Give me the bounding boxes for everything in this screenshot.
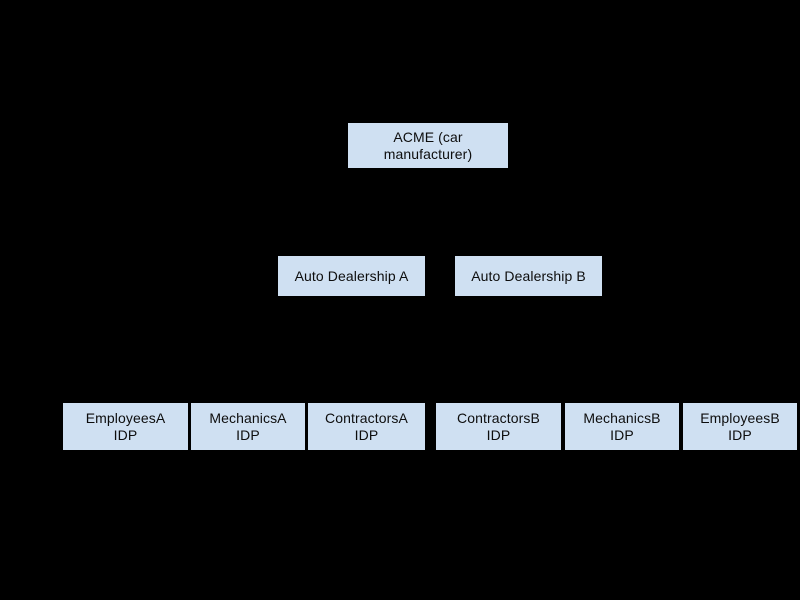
node-acme[interactable]: ACME (car manufacturer) <box>348 123 508 168</box>
node-auto-dealership-a[interactable]: Auto Dealership A <box>278 256 425 296</box>
node-mechanicsb-idp[interactable]: MechanicsB IDP <box>565 403 679 450</box>
node-mechanicsa-idp[interactable]: MechanicsA IDP <box>191 403 305 450</box>
node-auto-dealership-b[interactable]: Auto Dealership B <box>455 256 602 296</box>
node-contractorsb-idp[interactable]: ContractorsB IDP <box>436 403 561 450</box>
node-employeesb-idp[interactable]: EmployeesB IDP <box>683 403 797 450</box>
node-employeesa-idp[interactable]: EmployeesA IDP <box>63 403 188 450</box>
node-contractorsa-idp[interactable]: ContractorsA IDP <box>308 403 425 450</box>
